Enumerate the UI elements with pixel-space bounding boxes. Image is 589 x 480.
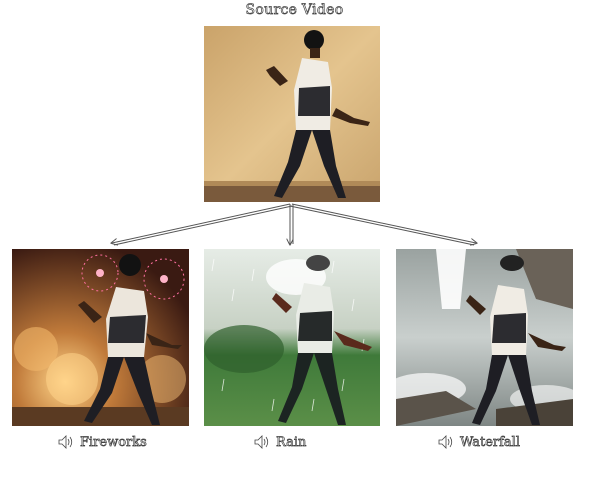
arrow-to-rain [290, 204, 294, 244]
speaker-icon [254, 435, 269, 449]
arrow-to-waterfall [289, 203, 476, 245]
fireworks-label: Fireworks [80, 434, 148, 450]
waterfall-output-frame [396, 249, 573, 426]
speaker-icon [438, 435, 453, 449]
fireworks-caption: Fireworks [58, 433, 147, 451]
arrow-to-fireworks [112, 203, 293, 245]
rain-output-frame [204, 249, 380, 426]
waterfall-caption: Waterfall [438, 433, 520, 451]
rain-label: Rain [276, 434, 307, 450]
speaker-icon [58, 435, 73, 449]
rain-caption: Rain [254, 433, 307, 451]
dancer-figure [266, 30, 370, 198]
source-video-title: Source Video [245, 2, 344, 19]
source-video-frame [204, 26, 380, 202]
waterfall-label: Waterfall [460, 434, 521, 450]
fireworks-output-frame [12, 249, 189, 426]
